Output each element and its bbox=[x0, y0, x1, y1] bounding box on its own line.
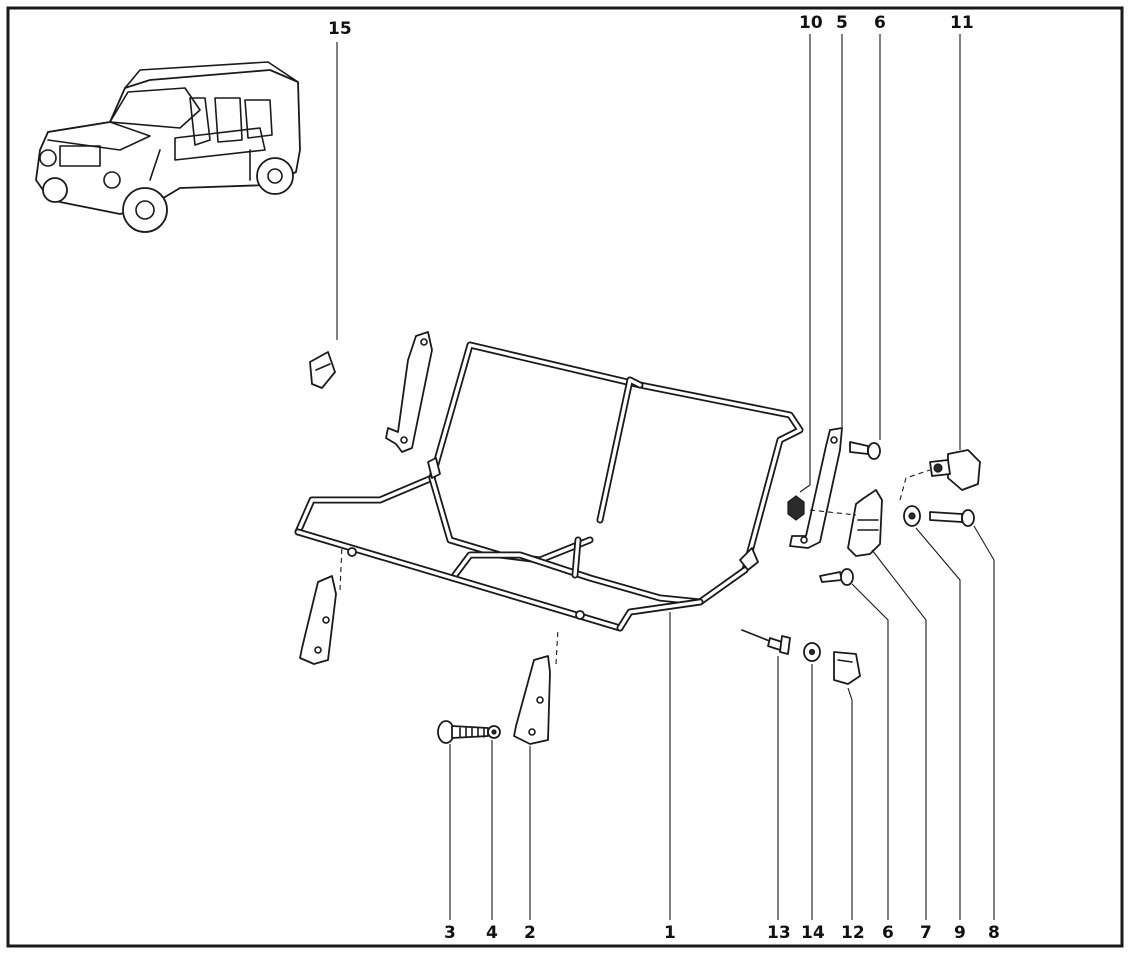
part-9-washer bbox=[903, 505, 961, 920]
callout-2: 2 bbox=[524, 923, 536, 943]
callout-5: 5 bbox=[836, 13, 848, 33]
part-10-nut bbox=[787, 34, 811, 521]
callout-13: 13 bbox=[767, 923, 791, 943]
callout-1: 1 bbox=[664, 923, 676, 943]
part-3-bolt bbox=[437, 720, 489, 920]
part-15-clip bbox=[309, 42, 338, 389]
vehicle-overview-illustration bbox=[35, 61, 301, 233]
part-8-screw bbox=[929, 509, 995, 920]
callout-9: 9 bbox=[954, 923, 966, 943]
callout-14: 14 bbox=[801, 923, 825, 943]
part-2-bracket-lower bbox=[513, 627, 559, 920]
diagram-border bbox=[6, 6, 1124, 948]
callout-11: 11 bbox=[950, 13, 974, 33]
callout-10: 10 bbox=[799, 13, 823, 33]
part-7-latch-plate bbox=[809, 489, 927, 920]
bench-seat-frame bbox=[294, 341, 804, 632]
callout-6-bottom: 6 bbox=[882, 923, 894, 943]
callout-3: 3 bbox=[444, 923, 456, 943]
part-6-screw-bottom bbox=[819, 568, 889, 920]
part-12-cap bbox=[833, 651, 861, 920]
part-4-lock-washer bbox=[487, 725, 501, 920]
seat-bracket-upper-left bbox=[385, 331, 433, 453]
part-14-washer bbox=[803, 642, 821, 920]
part-5-bracket-right bbox=[789, 34, 843, 549]
callout-12: 12 bbox=[841, 923, 865, 943]
part-2-bracket-left bbox=[299, 544, 343, 665]
callout-4: 4 bbox=[486, 923, 498, 943]
part-6-screw-top bbox=[849, 34, 881, 460]
callout-6-top: 6 bbox=[874, 13, 886, 33]
callout-15: 15 bbox=[328, 19, 352, 39]
part-11-knob bbox=[899, 34, 981, 501]
part-13-rivet bbox=[741, 629, 791, 920]
callout-8: 8 bbox=[988, 923, 1000, 943]
callout-7: 7 bbox=[920, 923, 932, 943]
